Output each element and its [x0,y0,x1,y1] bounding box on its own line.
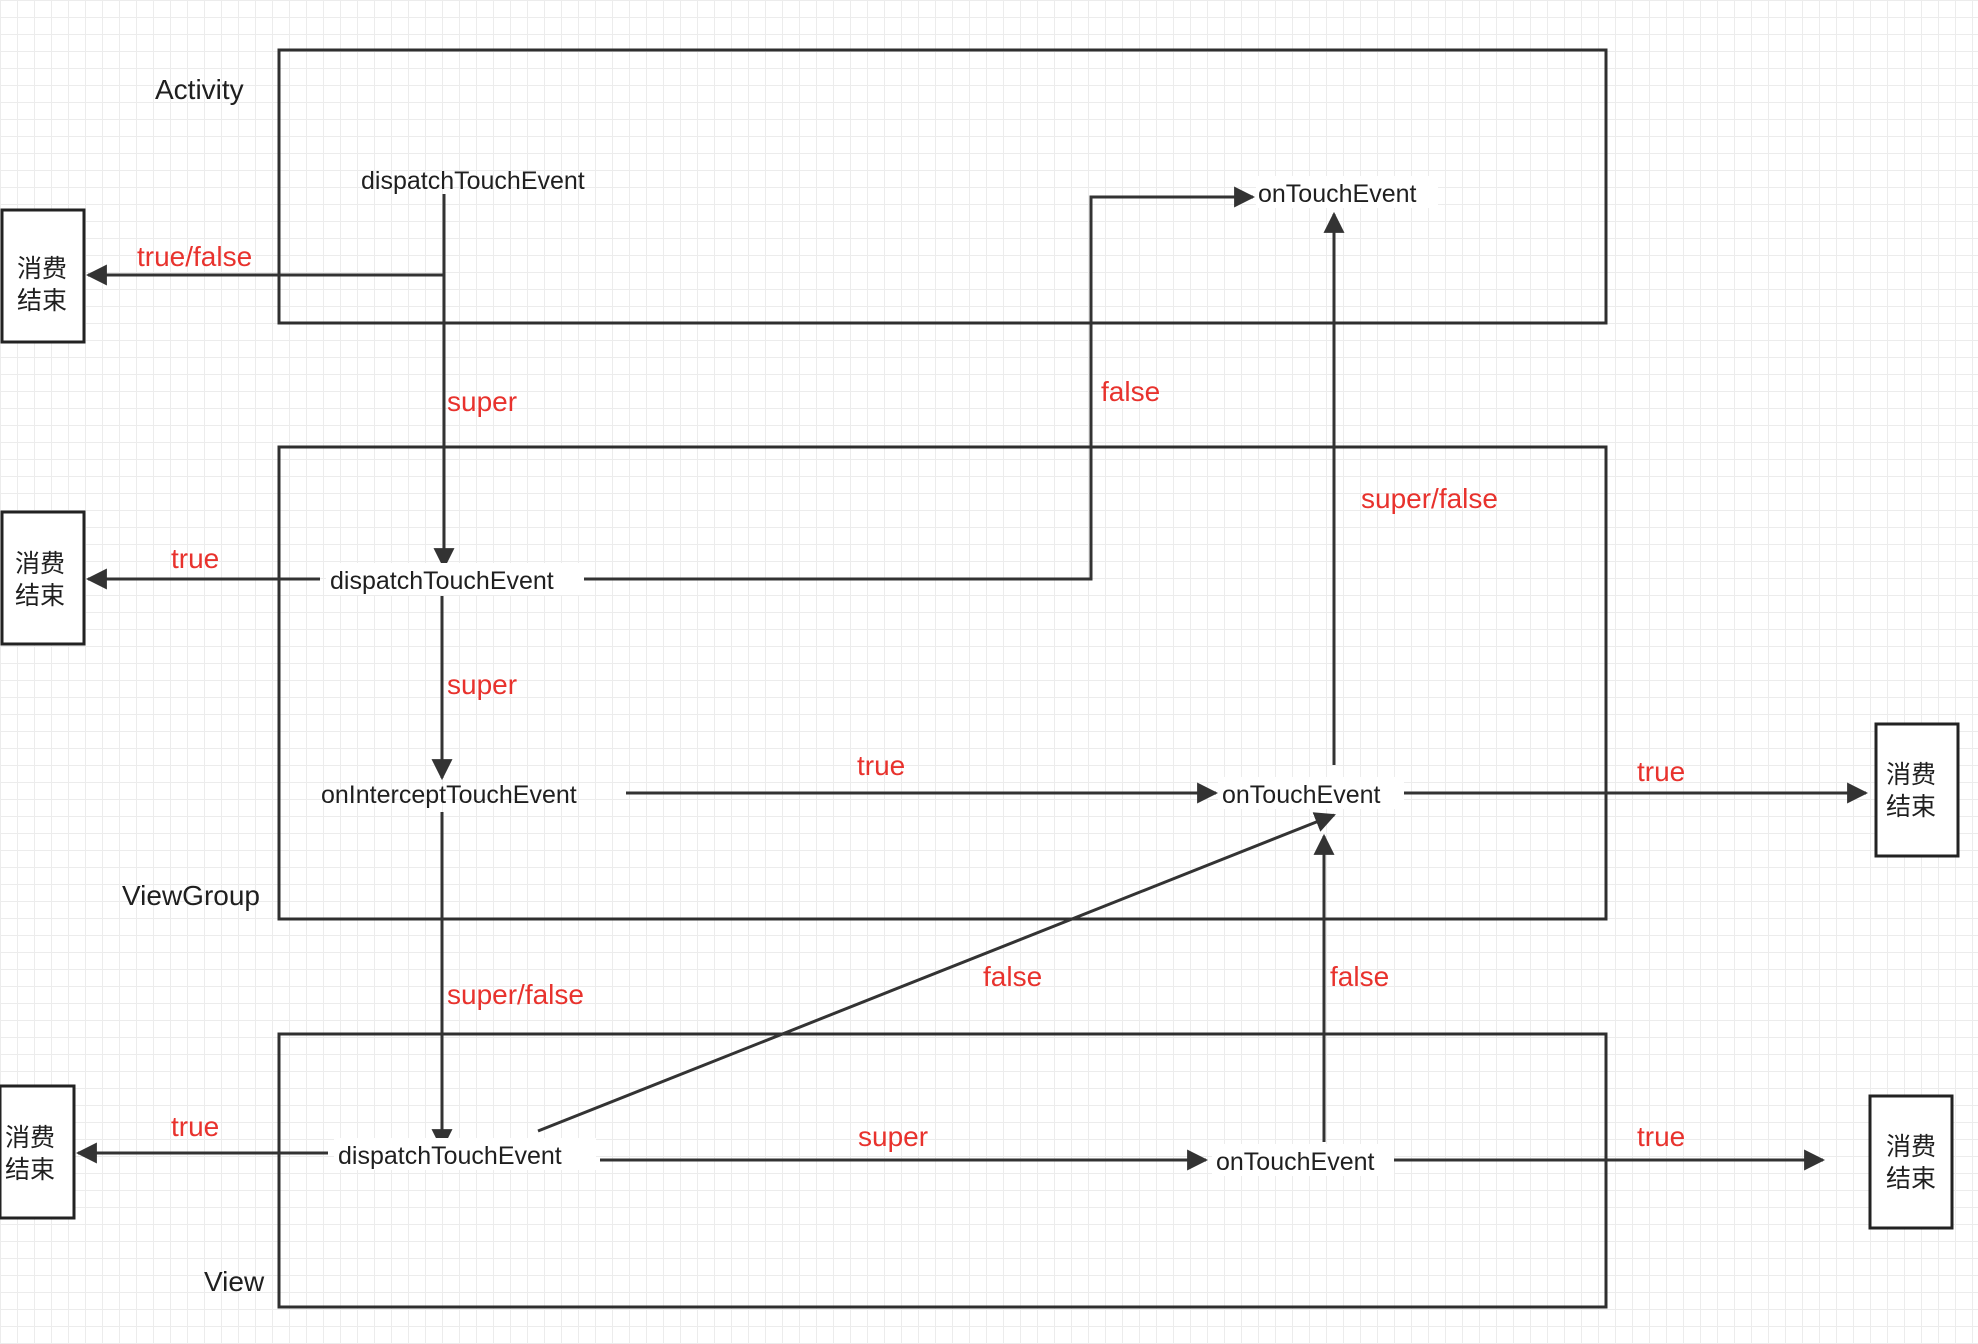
end-box-view-left-line1: 消费 [5,1123,55,1152]
label-intercept-true: true [857,750,905,781]
label-view-dispatch-false: false [983,961,1042,992]
node-bg-activity-ontouch [1256,176,1438,208]
end-box-viewgroup-right-line2: 结束 [1886,792,1936,821]
end-box-view-left-line2: 结束 [5,1155,55,1184]
label-intercept-super-false: super/false [447,979,584,1010]
end-box-view-right-line2: 结束 [1886,1164,1936,1193]
label-viewgroup-dispatch-true: true [171,543,219,574]
edge-viewgroup-dispatch-false-to-activity-ontouch [580,186,1256,581]
end-box-view-left-frame [0,1084,76,1220]
node-bg-view-dispatch [334,1138,596,1170]
end-box-view-right: 消费 结束 [1868,1094,1954,1230]
end-box-viewgroup-left-line1: 消费 [15,549,65,578]
label-view-super: super [858,1121,928,1152]
label-activity-super: super [447,386,517,417]
viewgroup-section-box [277,445,1608,921]
section-label-activity: Activity [155,74,244,105]
end-box-view-right-line1: 消费 [1886,1132,1936,1161]
node-activity-ontouch-event: onTouchEvent [1258,180,1417,208]
node-bg-viewgroup-dispatch [326,563,584,595]
end-box-activity-line2: 结束 [17,286,67,315]
node-viewgroup-dispatch-touch-event: dispatchTouchEvent [330,567,554,595]
node-bg-view-ontouch [1212,1144,1394,1176]
section-label-view: View [204,1266,265,1297]
end-box-viewgroup-left-frame [0,510,86,646]
node-view-ontouch-event: onTouchEvent [1216,1148,1375,1176]
end-box-activity: 消费 结束 [0,208,86,344]
node-viewgroup-ontouch-event: onTouchEvent [1222,781,1381,809]
label-viewgroup-dispatch-false: false [1101,376,1160,407]
end-box-viewgroup-left-line2: 结束 [15,581,65,610]
label-view-dispatch-true: true [171,1111,219,1142]
label-viewgroup-super: super [447,669,517,700]
end-box-view-right-frame [1868,1094,1954,1230]
label-activity-true-false: true/false [137,241,252,272]
end-box-activity-frame [0,208,86,344]
node-view-dispatch-touch-event: dispatchTouchEvent [338,1142,562,1170]
end-box-viewgroup-left: 消费 结束 [0,510,86,646]
edge-view-dispatch-false-to-viewgroup-ontouch [537,812,1336,1133]
label-viewgroup-ontouch-super-false: super/false [1361,483,1498,514]
end-box-view-left: 消费 结束 [0,1084,76,1220]
end-box-activity-line1: 消费 [17,254,67,283]
label-view-ontouch-false: false [1330,961,1389,992]
node-activity-dispatch-touch-event: dispatchTouchEvent [361,167,585,195]
label-viewgroup-ontouch-true: true [1637,756,1685,787]
label-view-ontouch-true: true [1637,1121,1685,1152]
node-bg-viewgroup-ontouch [1218,777,1404,809]
node-viewgroup-intercept-touch-event: onInterceptTouchEvent [321,781,577,809]
view-section-box [277,1032,1608,1309]
activity-section-box [277,48,1608,325]
end-box-viewgroup-right-line1: 消费 [1886,760,1936,789]
end-box-viewgroup-right: 消费 结束 [1874,722,1960,858]
end-box-viewgroup-right-frame [1874,722,1960,858]
section-label-viewgroup: ViewGroup [122,880,260,911]
